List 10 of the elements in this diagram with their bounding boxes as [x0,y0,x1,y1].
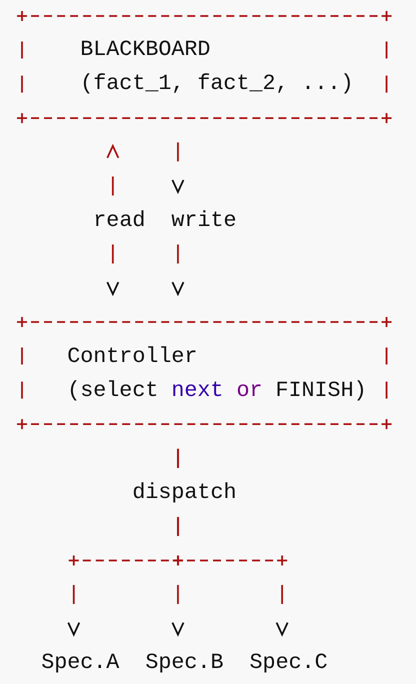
edge-label: dispatch [132,480,236,505]
dashed-box [16,316,392,430]
node-title: Controller [67,344,198,369]
node-label: Spec.B [145,650,224,676]
node-subtitle: (select next or FINISH) [67,378,367,403]
node-subtitle: (fact_1, fact_2, ...) [80,71,354,96]
node-title: BLACKBOARD [80,37,210,62]
dashed-box [16,10,392,124]
node-label: Spec.C [250,650,328,676]
node-label: Spec.A [41,650,120,676]
